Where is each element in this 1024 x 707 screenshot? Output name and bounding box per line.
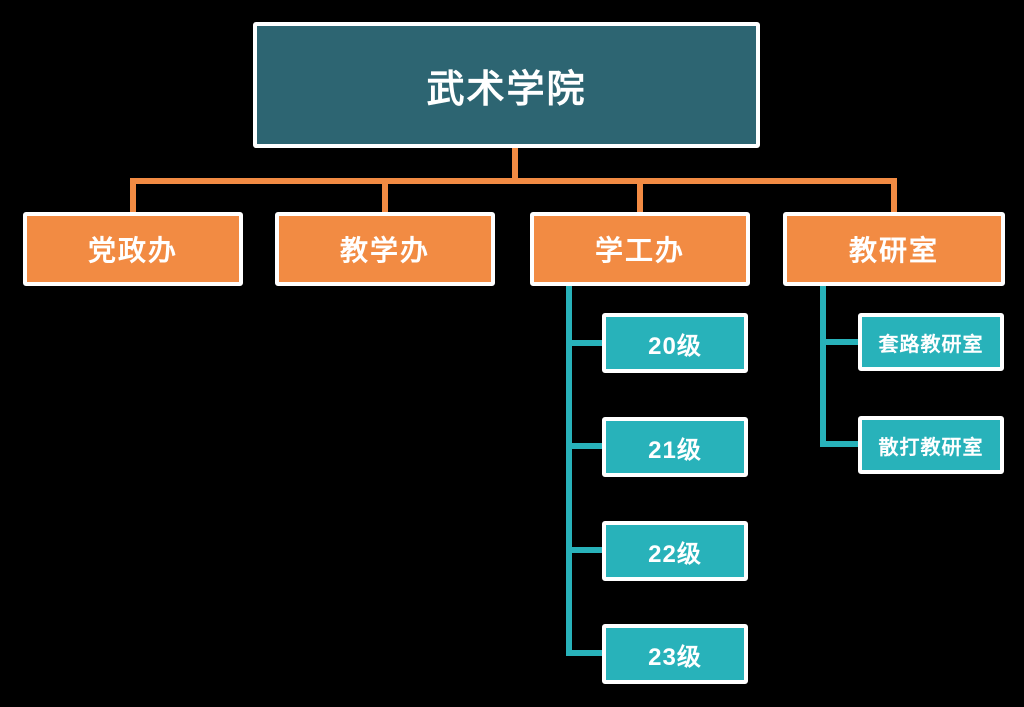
node-label: 套路教研室 — [878, 333, 984, 356]
node-label: 教研室 — [848, 235, 939, 266]
node-wushu-college[interactable]: 武术学院 — [253, 22, 760, 148]
node-party-gov-office[interactable]: 党政办 — [23, 212, 243, 286]
node-grade-22[interactable]: 22级 — [602, 521, 748, 581]
node-sanda-office[interactable]: 散打教研室 — [858, 416, 1004, 474]
connector-dept-bus — [130, 178, 897, 184]
node-teaching-research-office[interactable]: 教研室 — [783, 212, 1005, 286]
node-student-affairs-office[interactable]: 学工办 — [530, 212, 750, 286]
connector-drop-student-affairs — [637, 178, 643, 212]
connector-branch-grade-23 — [566, 650, 602, 656]
node-grade-23[interactable]: 23级 — [602, 624, 748, 684]
connector-drop-party-gov — [130, 178, 136, 212]
node-grade-20[interactable]: 20级 — [602, 313, 748, 373]
node-label: 党政办 — [87, 235, 178, 266]
connector-branch-grade-22 — [566, 547, 602, 553]
connector-drop-teaching-research — [891, 178, 897, 212]
connector-teaching-research-stem — [820, 286, 826, 447]
node-label: 武术学院 — [426, 68, 587, 111]
connector-branch-grade-20 — [566, 340, 602, 346]
connector-root-stem — [512, 148, 518, 182]
connector-student-affairs-stem — [566, 286, 572, 656]
node-grade-21[interactable]: 21级 — [602, 417, 748, 477]
node-label: 21级 — [648, 436, 702, 464]
node-label: 20级 — [648, 332, 702, 360]
node-label: 学工办 — [594, 235, 685, 266]
connector-branch-grade-21 — [566, 443, 602, 449]
node-teaching-office[interactable]: 教学办 — [275, 212, 495, 286]
node-label: 教学办 — [339, 235, 430, 266]
connector-branch-taolu — [820, 339, 858, 345]
node-taolu-office[interactable]: 套路教研室 — [858, 313, 1004, 371]
node-label: 22级 — [648, 540, 702, 568]
node-label: 散打教研室 — [878, 436, 984, 459]
connector-drop-teaching — [382, 178, 388, 212]
connector-branch-sanda — [820, 441, 858, 447]
node-label: 23级 — [648, 643, 702, 671]
